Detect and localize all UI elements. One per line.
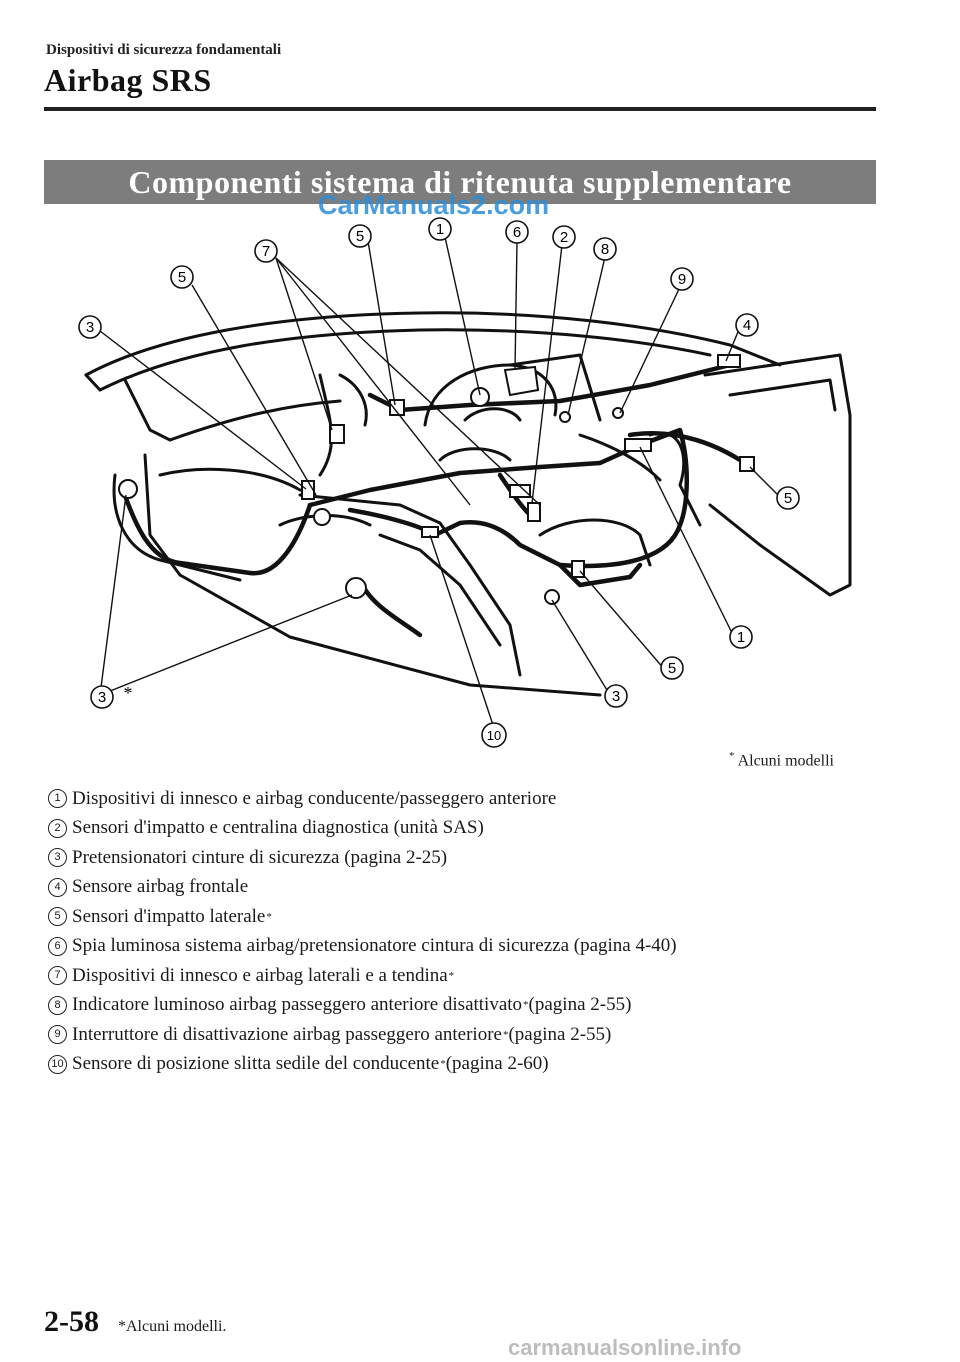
callout-5-top: 5 — [348, 224, 372, 248]
legend-number: 9 — [48, 1025, 67, 1045]
watermark-top: CarManuals2.com — [318, 190, 550, 220]
watermark-bottom: carmanualsonline.info — [508, 1335, 742, 1360]
callout-1-bottom: 1 — [729, 625, 753, 649]
legend-text: Pretensionatori cinture di sicurezza (pa… — [72, 846, 448, 868]
legend-text: Sensori d'impatto e centralina diagnosti… — [72, 817, 484, 839]
leader-lines — [99, 236, 779, 726]
legend-asterisk: * — [448, 969, 455, 982]
footer-note-mark: * — [118, 1318, 126, 1335]
diagram-asterisk: * — [124, 683, 133, 703]
svg-text:1: 1 — [737, 629, 745, 646]
footer-note: *Alcuni modelli. — [118, 1318, 226, 1336]
section-banner: Componenti sistema di ritenuta supplemen… — [44, 160, 876, 204]
airbag-system-diagram: 5 7 5 1 6 2 8 9 3 4 5 1 5 3 3 10 * — [78, 217, 852, 748]
callout-6: 6 — [505, 220, 529, 244]
legend-text: Spia luminosa sistema airbag/pretensiona… — [72, 935, 677, 957]
page-number: 2-58 — [44, 1305, 99, 1338]
legend-text: Indicatore luminoso airbag passeggero an… — [72, 994, 523, 1016]
legend-number: 6 — [48, 936, 67, 956]
legend-asterisk: * — [502, 1028, 509, 1041]
legend-number: 2 — [48, 818, 67, 838]
legend-text: Dispositivi di innesco e airbag laterali… — [72, 964, 448, 986]
legend-page-ref: (pagina 2-55) — [508, 1023, 612, 1045]
callout-5-bottom: 5 — [660, 656, 684, 680]
svg-text:4: 4 — [743, 317, 751, 334]
footnote-text: Alcuni modelli — [737, 752, 834, 770]
callout-1-top: 1 — [428, 217, 452, 241]
section-label: Dispositivi di sicurezza fondamentali — [46, 42, 282, 58]
legend-page-ref: (pagina 2-55) — [528, 994, 632, 1016]
legend-page-ref: (pagina 2-60) — [445, 1053, 549, 1075]
svg-text:10: 10 — [487, 728, 501, 743]
legend-asterisk: * — [440, 1058, 446, 1071]
callout-8: 8 — [593, 237, 617, 261]
legend-number: 3 — [48, 848, 67, 868]
callout-3-bottom-left: 3 — [90, 685, 114, 709]
callout-5-top-left: 5 — [170, 265, 194, 289]
callout-3-bottom: 3 — [604, 684, 628, 708]
svg-text:6: 6 — [513, 224, 521, 241]
svg-text:8: 8 — [601, 241, 609, 258]
svg-text:7: 7 — [262, 243, 270, 260]
svg-text:3: 3 — [86, 319, 94, 336]
title-divider — [44, 107, 876, 111]
car-outline — [84, 311, 852, 697]
svg-text:3: 3 — [612, 688, 620, 705]
legend-asterisk: * — [523, 999, 529, 1012]
svg-text:2: 2 — [560, 229, 568, 246]
component-markers — [118, 354, 755, 605]
callout-7: 7 — [254, 239, 278, 263]
diagram-footnote: * Alcuni modelli — [729, 750, 834, 770]
footer-note-text: Alcuni modelli. — [126, 1318, 227, 1335]
svg-text:5: 5 — [178, 269, 186, 286]
legend-text: Dispositivi di innesco e airbag conducen… — [72, 787, 557, 809]
callout-4: 4 — [735, 313, 759, 337]
callout-3-left: 3 — [78, 315, 102, 339]
svg-text:5: 5 — [356, 228, 364, 245]
callout-5-right: 5 — [776, 486, 800, 510]
legend-number: 7 — [48, 966, 67, 986]
legend-text: Sensore di posizione slitta sedile del c… — [72, 1053, 440, 1075]
footnote-mark: * — [728, 750, 735, 762]
legend-number: 5 — [48, 907, 67, 927]
callout-9: 9 — [670, 267, 694, 291]
legend-text: Sensore airbag frontale — [72, 876, 249, 898]
callout-2: 2 — [552, 225, 576, 249]
legend-number: 8 — [48, 995, 67, 1015]
svg-text:1: 1 — [436, 221, 444, 238]
svg-text:5: 5 — [668, 660, 676, 677]
legend-number: 10 — [48, 1054, 67, 1074]
legend-number: 4 — [48, 877, 67, 897]
page-title: Airbag SRS — [44, 62, 212, 98]
legend-text: Interruttore di disattivazione airbag pa… — [72, 1023, 502, 1045]
legend-text: Sensori d'impatto laterale — [72, 905, 266, 927]
legend-number: 1 — [48, 789, 67, 809]
legend-asterisk: * — [266, 910, 272, 923]
callout-10: 10 — [481, 722, 507, 748]
svg-text:9: 9 — [678, 271, 686, 288]
callout-numbers: 5 7 5 1 6 2 8 9 3 4 5 1 5 3 3 10 * — [78, 217, 800, 748]
svg-text:5: 5 — [784, 490, 792, 507]
svg-text:3: 3 — [98, 689, 106, 706]
